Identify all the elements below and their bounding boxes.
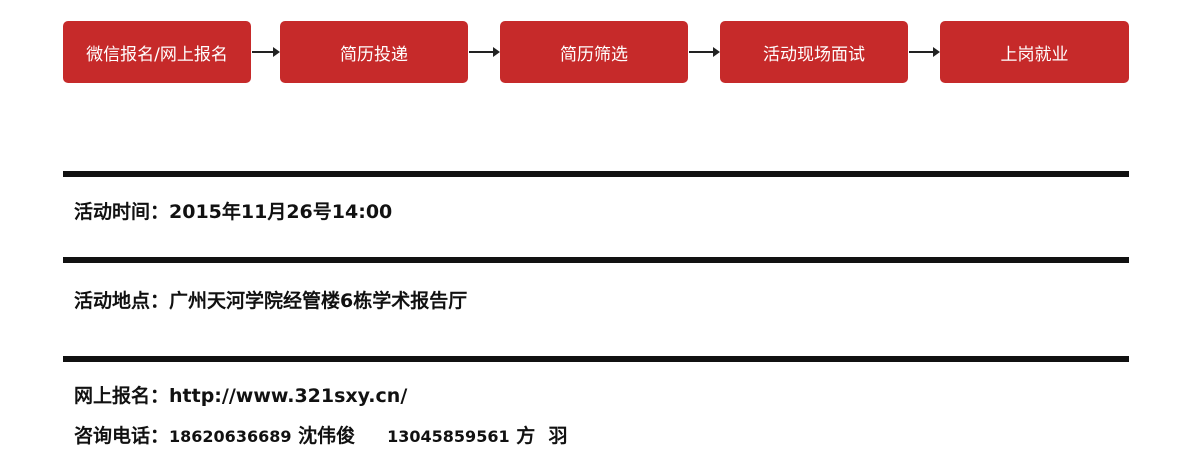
step-resume-submit: 简历投递: [280, 21, 468, 83]
divider: [63, 356, 1129, 362]
signup-label: 网上报名：: [74, 385, 170, 407]
arrow-icon: [909, 47, 940, 57]
step-resume-screen: 简历筛选: [500, 21, 688, 83]
signup-url-link[interactable]: http://www.321sxy.cn/: [169, 385, 408, 407]
contact-phone: 18620636689: [169, 427, 292, 446]
divider: [63, 171, 1129, 177]
consult-label: 咨询电话：: [74, 425, 170, 447]
arrow-icon: [252, 47, 280, 57]
step-onboard-label: 上岗就业: [1000, 44, 1069, 65]
event-time-label: 活动时间：: [74, 201, 170, 223]
contact-name: 方 羽: [516, 425, 568, 447]
event-time-line: 活动时间：2015年11月26号14:00: [74, 197, 392, 224]
arrow-icon: [689, 47, 720, 57]
step-signup: 微信报名/网上报名: [63, 21, 251, 83]
step-resume-screen-label: 简历筛选: [560, 44, 628, 65]
event-place-line: 活动地点：广州天河学院经管楼6栋学术报告厅: [74, 286, 467, 313]
divider: [63, 257, 1129, 263]
signup-line: 网上报名：http://www.321sxy.cn/: [74, 381, 407, 408]
contact-phone: 13045859561: [387, 427, 510, 446]
process-flow: 微信报名/网上报名 简历投递 简历筛选 活动现场面试 上岗就业: [63, 21, 1129, 83]
consult-line: 咨询电话：18620636689 沈伟俊 13045859561 方 羽: [74, 421, 567, 448]
event-place-value: 广州天河学院经管楼6栋学术报告厅: [169, 290, 468, 312]
step-interview: 活动现场面试: [720, 21, 908, 83]
step-onboard: 上岗就业: [940, 21, 1129, 83]
step-interview-label: 活动现场面试: [763, 44, 865, 65]
contact-name: 沈伟俊: [298, 425, 356, 447]
step-resume-submit-label: 简历投递: [340, 44, 408, 65]
step-signup-label: 微信报名/网上报名: [86, 44, 228, 65]
arrow-icon: [469, 47, 500, 57]
event-place-label: 活动地点：: [74, 290, 170, 312]
event-time-value: 2015年11月26号14:00: [169, 201, 393, 223]
